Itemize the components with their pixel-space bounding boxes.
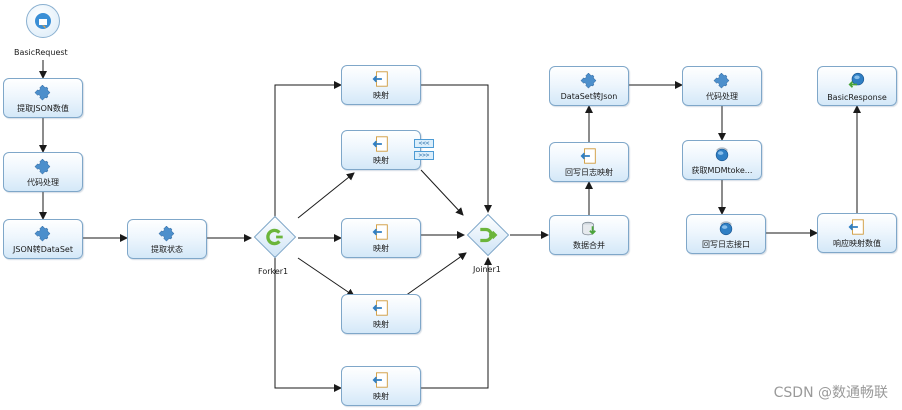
node-label: 提取状态: [151, 245, 183, 254]
forker-label: Forker1: [258, 267, 289, 276]
node-label: 获取MDMtoke...: [691, 166, 753, 175]
basic-response-node[interactable]: BasicResponse: [817, 66, 897, 106]
input-tag[interactable]: <<<: [414, 139, 434, 148]
node-label: JSON转DataSet: [13, 245, 73, 254]
node-label: 代码处理: [706, 92, 738, 101]
puzzle-icon: [158, 225, 175, 242]
edge-forker-map1: [274, 81, 342, 222]
mapping-arrow-icon: [372, 71, 388, 87]
mapping-arrow-icon: [372, 136, 388, 152]
puzzle-icon: [580, 72, 597, 89]
node-label: 映射: [373, 320, 389, 329]
join-icon: [480, 227, 498, 243]
node-label: BasicResponse: [827, 93, 887, 102]
edge-map5-joiner: [421, 257, 492, 389]
edge-forker-map2: [297, 172, 355, 219]
node-label: 映射: [373, 91, 389, 100]
puzzle-icon: [34, 84, 51, 101]
edge-forker-map5: [274, 254, 342, 392]
node-label: DataSet转Json: [560, 92, 618, 101]
node-label: 提取JSON数值: [17, 104, 69, 113]
watermark-text: CSDN @数通畅联: [773, 385, 888, 401]
node-label: 回写日志映射: [565, 168, 613, 177]
data-merge-node[interactable]: 数据合并: [549, 215, 629, 255]
response-map-node[interactable]: 响应映射数值: [817, 213, 897, 253]
joiner-label: Joiner1: [473, 265, 501, 274]
mapping-arrow-icon: [848, 219, 864, 235]
basic-request-label: BasicRequest: [14, 48, 68, 57]
map-node-5[interactable]: 映射: [341, 366, 421, 406]
edge-map2-joiner: [420, 169, 464, 216]
code-process-node-1[interactable]: 代码处理: [3, 152, 83, 192]
map-node-2[interactable]: 映射: [341, 130, 421, 170]
mapping-arrow-icon: [372, 300, 388, 316]
puzzle-icon: [34, 158, 51, 175]
node-label: 数据合并: [573, 241, 605, 250]
get-mdm-token-node[interactable]: 获取MDMtoke...: [682, 140, 762, 180]
extract-json-node[interactable]: 提取JSON数值: [3, 78, 83, 118]
map-node-4[interactable]: 映射: [341, 294, 421, 334]
map-node-2-tags: <<< >>>: [414, 139, 434, 163]
node-label: 映射: [373, 156, 389, 165]
map-node-3[interactable]: 映射: [341, 218, 421, 258]
output-tag[interactable]: >>>: [414, 151, 434, 160]
mapping-arrow-icon: [372, 372, 388, 388]
node-label: 代码处理: [27, 178, 59, 187]
code-process-node-2[interactable]: 代码处理: [682, 66, 762, 106]
dataset-to-json-node[interactable]: DataSet转Json: [549, 66, 629, 106]
start-event[interactable]: [26, 4, 60, 38]
node-label: 映射: [373, 392, 389, 401]
database-icon: [582, 221, 596, 236]
edge-forker-map4: [297, 257, 355, 297]
globe-icon: [719, 221, 733, 236]
edge-map1-joiner: [421, 84, 492, 213]
request-icon: [35, 13, 51, 29]
map-node-1[interactable]: 映射: [341, 65, 421, 105]
fork-icon: [266, 228, 283, 246]
node-label: 响应映射数值: [833, 239, 881, 248]
puzzle-icon: [713, 72, 730, 89]
node-label: 回写日志接口: [702, 240, 750, 249]
extract-status-node[interactable]: 提取状态: [127, 219, 207, 259]
response-icon: [848, 72, 865, 88]
writeback-log-api-node[interactable]: 回写日志接口: [686, 214, 766, 254]
mapping-arrow-icon: [372, 224, 388, 240]
node-label: 映射: [373, 244, 389, 253]
globe-icon: [715, 147, 729, 162]
edge-map4-joiner: [404, 252, 467, 297]
json-to-dataset-node[interactable]: JSON转DataSet: [3, 219, 83, 259]
writeback-log-map-node[interactable]: 回写日志映射: [549, 142, 629, 182]
puzzle-icon: [34, 225, 51, 242]
mapping-arrow-icon: [580, 148, 596, 164]
